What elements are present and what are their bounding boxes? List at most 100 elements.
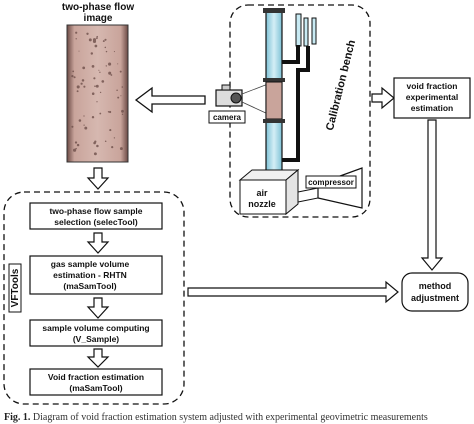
flow-bubble	[119, 70, 122, 73]
step-gas-volume-box	[29, 255, 163, 295]
arrow-step-1-to-2	[86, 232, 110, 254]
void-exp-box	[393, 77, 471, 119]
calibration-tube	[263, 8, 285, 181]
void-exp-label-3: estimation	[411, 103, 454, 113]
flow-bubble	[94, 44, 98, 48]
flow-bubble	[121, 113, 124, 115]
flow-bubble	[76, 143, 80, 147]
reservoir-tubes	[295, 13, 317, 47]
arrow-image-to-tools	[86, 167, 110, 190]
flow-bubble	[99, 112, 102, 115]
flow-bubble	[76, 90, 79, 93]
vftools-label-box	[8, 263, 22, 313]
step-2-line-1: gas sample volume	[51, 259, 130, 269]
camera-label-box	[208, 110, 246, 124]
flow-image-title-1: two-phase flow	[62, 2, 134, 13]
flow-bubble	[75, 38, 77, 40]
step-volume-computing-box	[29, 319, 163, 347]
compressor-icon	[297, 167, 363, 209]
step-3-line-1: sample volume computing	[42, 323, 149, 333]
flow-bubble	[84, 126, 88, 130]
arrow-step-3-to-4	[86, 348, 110, 368]
flow-bubble	[98, 69, 100, 71]
method-adjustment-box	[401, 272, 469, 312]
arrow-tools-to-method	[187, 280, 399, 304]
step-2-line-3: (maSamTool)	[63, 281, 116, 291]
flow-bubble	[117, 63, 119, 65]
flow-bubble	[110, 74, 113, 76]
flow-bubble	[96, 35, 99, 38]
flow-bubble	[72, 70, 75, 73]
flow-bubble	[99, 91, 102, 94]
flow-bubble	[108, 62, 112, 66]
flow-bubble	[91, 65, 95, 68]
step-1-line-1: two-phase flow sample	[49, 206, 142, 216]
flow-bubble	[80, 82, 83, 85]
step-4-line-1: Void fraction estimation	[48, 372, 144, 382]
flow-bubble	[121, 86, 124, 88]
pipe	[282, 45, 310, 162]
flow-bubble	[113, 51, 115, 53]
flow-bubble	[105, 50, 108, 53]
flow-bubble	[120, 95, 122, 97]
two-phase-flow-image	[66, 24, 129, 163]
flow-bubble	[88, 38, 92, 42]
flow-bubble	[109, 129, 112, 132]
flow-bubble	[78, 119, 82, 122]
arrow-step-2-to-3	[86, 297, 110, 319]
flow-bubble	[75, 31, 78, 34]
flow-bubble	[99, 71, 101, 73]
flow-bubble	[104, 38, 107, 41]
flow-bubble	[92, 38, 97, 42]
flow-bubble	[90, 52, 94, 55]
flow-bubble	[105, 65, 107, 67]
compressor-label: compressor	[308, 178, 354, 187]
flow-bubble	[107, 111, 110, 113]
flow-bubble	[78, 50, 80, 52]
vftools-label: VFTools	[10, 268, 21, 307]
arrow-camera-to-image	[134, 86, 206, 114]
flow-bubble	[82, 66, 86, 70]
flow-bubble	[81, 79, 85, 82]
calibration-bench-label: Calibration bench	[324, 38, 358, 131]
step-void-fraction-box	[29, 368, 163, 396]
flow-bubble	[121, 109, 124, 113]
flow-bubble	[73, 76, 76, 79]
flow-bubble	[96, 101, 98, 103]
air-nozzle-label-1: air	[256, 188, 268, 198]
figure-caption: Fig. 1. Diagram of void fraction estimat…	[4, 412, 474, 423]
flow-bubble	[91, 92, 95, 95]
step-4-line-2: (maSamTool)	[69, 383, 122, 393]
method-label-1: method	[419, 281, 452, 291]
step-2-line-2: estimation - RHTN	[53, 270, 127, 280]
step-sample-selection-box	[29, 202, 163, 230]
flow-bubble	[96, 37, 98, 40]
flow-bubble	[73, 148, 77, 152]
flow-bubble	[96, 144, 99, 148]
flow-bubble	[93, 152, 97, 156]
flow-bubble	[108, 110, 112, 114]
flow-bubble	[117, 96, 120, 99]
flow-bubble	[95, 84, 99, 88]
arrow-void-exp-to-method	[420, 119, 444, 271]
flow-bubble	[94, 85, 96, 87]
flow-bubble	[86, 32, 89, 35]
step-1-line-2: selection (selecTool)	[54, 217, 138, 227]
calibration-bench-frame	[229, 4, 371, 218]
flow-bubble	[71, 125, 74, 128]
flow-bubble	[104, 46, 107, 49]
method-label-2: adjustment	[411, 293, 459, 303]
flow-bubble	[113, 137, 116, 139]
flow-bubble	[111, 146, 114, 149]
flow-bubble	[75, 147, 77, 150]
flow-bubble	[71, 74, 74, 78]
void-exp-label-1: void fraction	[406, 81, 457, 91]
flow-bubble	[93, 141, 96, 145]
camera-label: camera	[213, 113, 242, 122]
step-3-line-2: (V_Sample)	[73, 334, 119, 344]
flow-bubble	[119, 147, 123, 151]
flow-bubble	[101, 80, 105, 83]
void-exp-label-2: experimental	[406, 92, 458, 102]
air-nozzle-box	[238, 168, 300, 216]
